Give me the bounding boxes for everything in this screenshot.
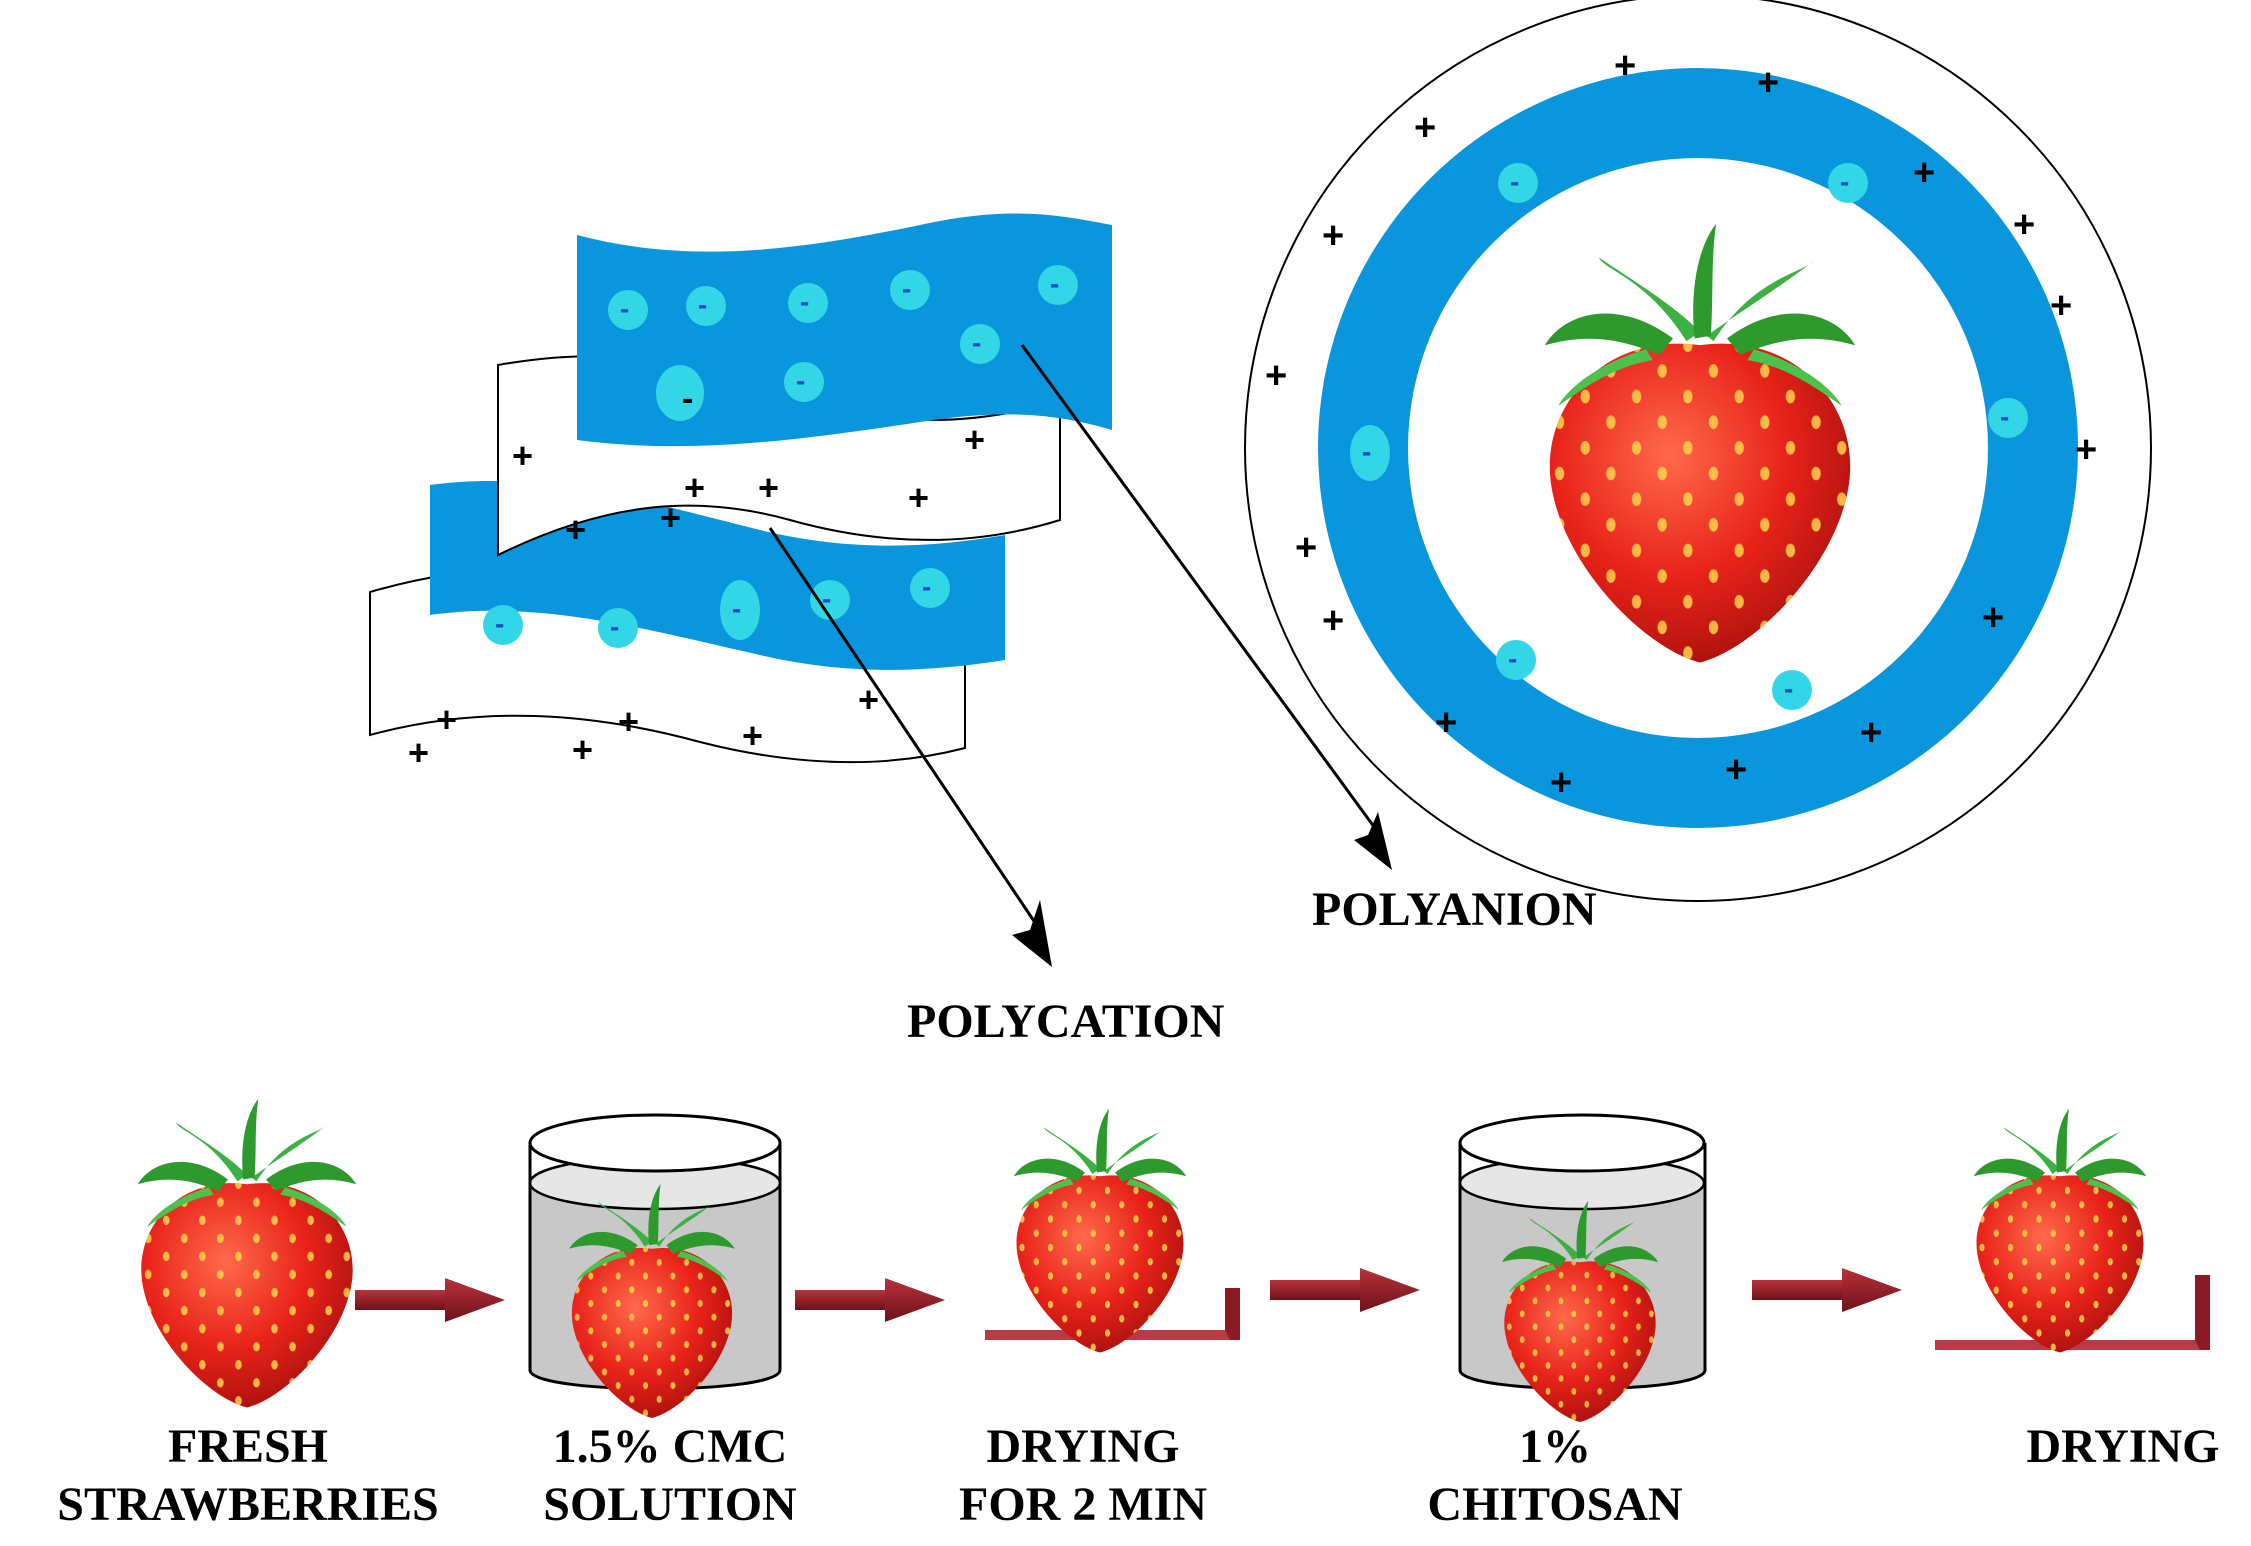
positive-sign: + xyxy=(1614,45,1636,87)
positive-sign: + xyxy=(2050,285,2072,327)
positive-sign: + xyxy=(436,699,457,740)
beaker-chitosan xyxy=(1458,1113,1707,1422)
positive-sign: + xyxy=(1414,107,1436,149)
positive-sign: + xyxy=(908,477,929,518)
polyanion-sheet-upper xyxy=(577,213,1112,447)
positive-sign: + xyxy=(964,419,985,460)
step-4-caption-line2: CHITOSAN xyxy=(1427,1478,1683,1531)
positive-sign: + xyxy=(1322,215,1344,257)
positive-sign: + xyxy=(684,467,705,508)
positive-sign: + xyxy=(858,679,879,720)
positive-sign: + xyxy=(2013,204,2035,246)
positive-sign: + xyxy=(1757,62,1779,104)
polycation-pointer-head xyxy=(1012,900,1052,967)
positive-sign: + xyxy=(1860,712,1882,754)
negative-sign: - xyxy=(495,608,504,639)
flow-arrow-4 xyxy=(1752,1268,1902,1312)
negative-sign: - xyxy=(1508,643,1517,674)
polycation-label: POLYCATION xyxy=(907,995,1225,1048)
negative-sign: - xyxy=(822,583,831,614)
positive-charges-upper: + + + + + + + xyxy=(512,419,985,550)
beaker-cmc xyxy=(528,1113,782,1418)
polyanion-pointer-head xyxy=(1354,812,1392,870)
pointer-arrows xyxy=(768,344,1392,967)
positive-charges-lower: + + + + + + xyxy=(408,679,879,773)
positive-sign: + xyxy=(1265,355,1287,397)
coated-strawberry-cross-section: - - - - - - + + + + + + + + + + + + + + … xyxy=(1244,0,2152,902)
flow-arrow-1 xyxy=(355,1278,505,1322)
positive-sign: + xyxy=(2075,429,2097,471)
drying-tray-1 xyxy=(985,1108,1240,1353)
polyanion-pointer-line xyxy=(1020,344,1382,836)
negative-sign: - xyxy=(698,289,707,320)
step-3-caption-line1: DRYING xyxy=(987,1420,1180,1473)
negative-sign: - xyxy=(1050,268,1059,299)
positive-sign: + xyxy=(1725,749,1747,791)
polyanion-label: POLYANION xyxy=(1312,883,1597,936)
positive-sign: + xyxy=(408,732,429,773)
negative-charges-lower: - - - - - xyxy=(483,568,950,648)
negative-sign: - xyxy=(620,293,629,324)
negative-sign: - xyxy=(922,571,931,602)
positive-sign: + xyxy=(758,467,779,508)
process-flow: FRESH STRAWBERRIES 1.5% CMC SOLUTION DRY… xyxy=(57,1098,2219,1531)
positive-sign: + xyxy=(1550,762,1572,804)
flow-arrow-3 xyxy=(1270,1268,1420,1312)
step-3-caption-line2: FOR 2 MIN xyxy=(959,1478,1207,1531)
step-4-caption-line1: 1% xyxy=(1519,1420,1591,1473)
fresh-strawberry-icon xyxy=(137,1098,357,1408)
negative-sign: - xyxy=(1510,166,1519,197)
positive-sign: + xyxy=(1982,597,2004,639)
drying-tray-2 xyxy=(1935,1108,2210,1353)
negative-sign: - xyxy=(610,611,619,642)
negative-charges-upper: - - - - - - - - xyxy=(608,265,1078,421)
positive-sign: + xyxy=(660,497,681,538)
negative-sign: - xyxy=(682,380,693,418)
positive-sign: + xyxy=(618,701,639,742)
polyanion-sheet-lower xyxy=(430,481,1005,670)
negative-sign: - xyxy=(2000,401,2009,432)
negative-sign: - xyxy=(972,327,981,358)
flow-arrow-2 xyxy=(795,1278,945,1322)
step-2-caption-line1: 1.5% CMC xyxy=(553,1420,788,1473)
strawberry-dried-icon xyxy=(1973,1108,2147,1353)
negative-sign: - xyxy=(796,365,805,396)
positive-sign: + xyxy=(742,715,763,756)
step-captions: FRESH STRAWBERRIES 1.5% CMC SOLUTION DRY… xyxy=(57,1420,2219,1531)
positive-sign: + xyxy=(1295,527,1317,569)
positive-sign: + xyxy=(1322,600,1344,642)
negative-sign: - xyxy=(1362,436,1371,467)
negative-sign: - xyxy=(732,593,741,624)
negative-sign: - xyxy=(902,273,911,304)
positive-sign: + xyxy=(512,435,533,476)
positive-sign: + xyxy=(572,729,593,770)
step-1-caption-line1: FRESH xyxy=(168,1420,328,1473)
strawberry-drying-icon xyxy=(1013,1108,1187,1353)
positive-sign: + xyxy=(565,509,586,550)
step-5-caption-line1: DRYING xyxy=(2027,1420,2220,1473)
positive-sign: + xyxy=(1435,702,1457,744)
step-2-caption-line2: SOLUTION xyxy=(543,1478,797,1531)
negative-sign: - xyxy=(1840,166,1849,197)
polycation-pointer-line xyxy=(768,527,1042,931)
negative-sign: - xyxy=(1784,673,1793,704)
positive-sign: + xyxy=(1913,152,1935,194)
layered-sheets: - - - - - - - - - - - - - + + + + + + + xyxy=(369,213,1112,773)
negative-sign: - xyxy=(800,286,809,317)
ring-positive-charges: + + + + + + + + + + + + + + + + xyxy=(1265,45,2097,804)
step-1-caption-line2: STRAWBERRIES xyxy=(57,1478,438,1531)
ring-negative-charges: - - - - - - xyxy=(1350,163,2028,710)
